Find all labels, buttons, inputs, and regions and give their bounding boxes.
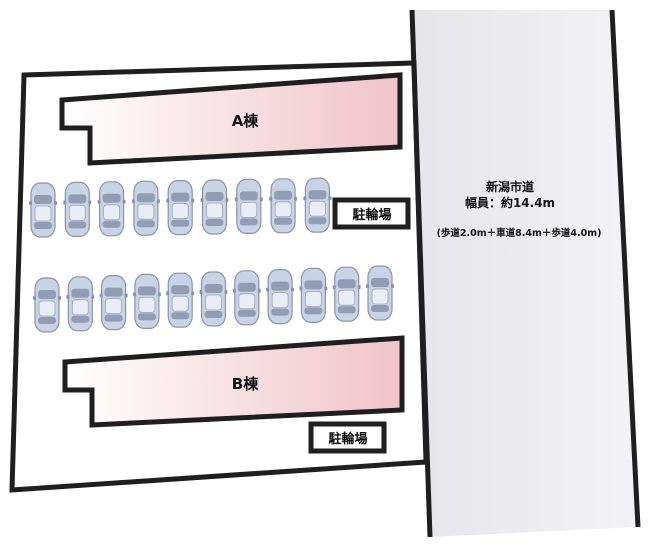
building-b-label: B棟: [232, 375, 259, 393]
parked-car-12: [99, 275, 128, 331]
parking-spaces: [29, 177, 394, 333]
bicycle-parking-bottom: [308, 421, 387, 454]
parked-car-14: [166, 272, 195, 328]
parked-car-7: [234, 178, 263, 234]
road-width-label: 幅員：約14.4m: [465, 195, 555, 210]
parked-car-5: [166, 180, 195, 236]
bicycle-parking-bottom-label: 駐輪場: [328, 431, 367, 447]
bicycle-parking-top-label: 駐輪場: [352, 207, 391, 223]
parked-car-2: [63, 181, 92, 237]
road-name-label: 新潟市道: [486, 179, 534, 194]
parked-car-20: [366, 265, 394, 321]
parked-car-4: [131, 180, 160, 236]
parked-car-13: [132, 273, 161, 329]
parked-car-16: [232, 270, 261, 326]
parked-car-8: [269, 178, 298, 234]
parked-car-19: [332, 266, 361, 322]
parked-car-10: [33, 277, 61, 333]
road-area: [412, 10, 638, 537]
building-a-label: A棟: [232, 112, 260, 130]
road-breakdown-label: (歩道2.0m＋車道8.4m＋歩道4.0m): [437, 227, 602, 239]
building-b: [62, 335, 405, 428]
parked-car-3: [97, 181, 126, 237]
parked-car-9: [303, 177, 332, 233]
site-boundary: [9, 60, 429, 493]
parked-car-1: [29, 182, 57, 238]
parked-car-17: [266, 269, 295, 325]
building-a: [59, 72, 403, 166]
parked-car-18: [299, 267, 328, 323]
parked-car-15: [199, 271, 228, 327]
road-right-edge: [609, 9, 641, 528]
bicycle-parking-top: [332, 197, 411, 230]
parked-car-6: [200, 179, 229, 235]
parked-car-11: [66, 276, 95, 332]
